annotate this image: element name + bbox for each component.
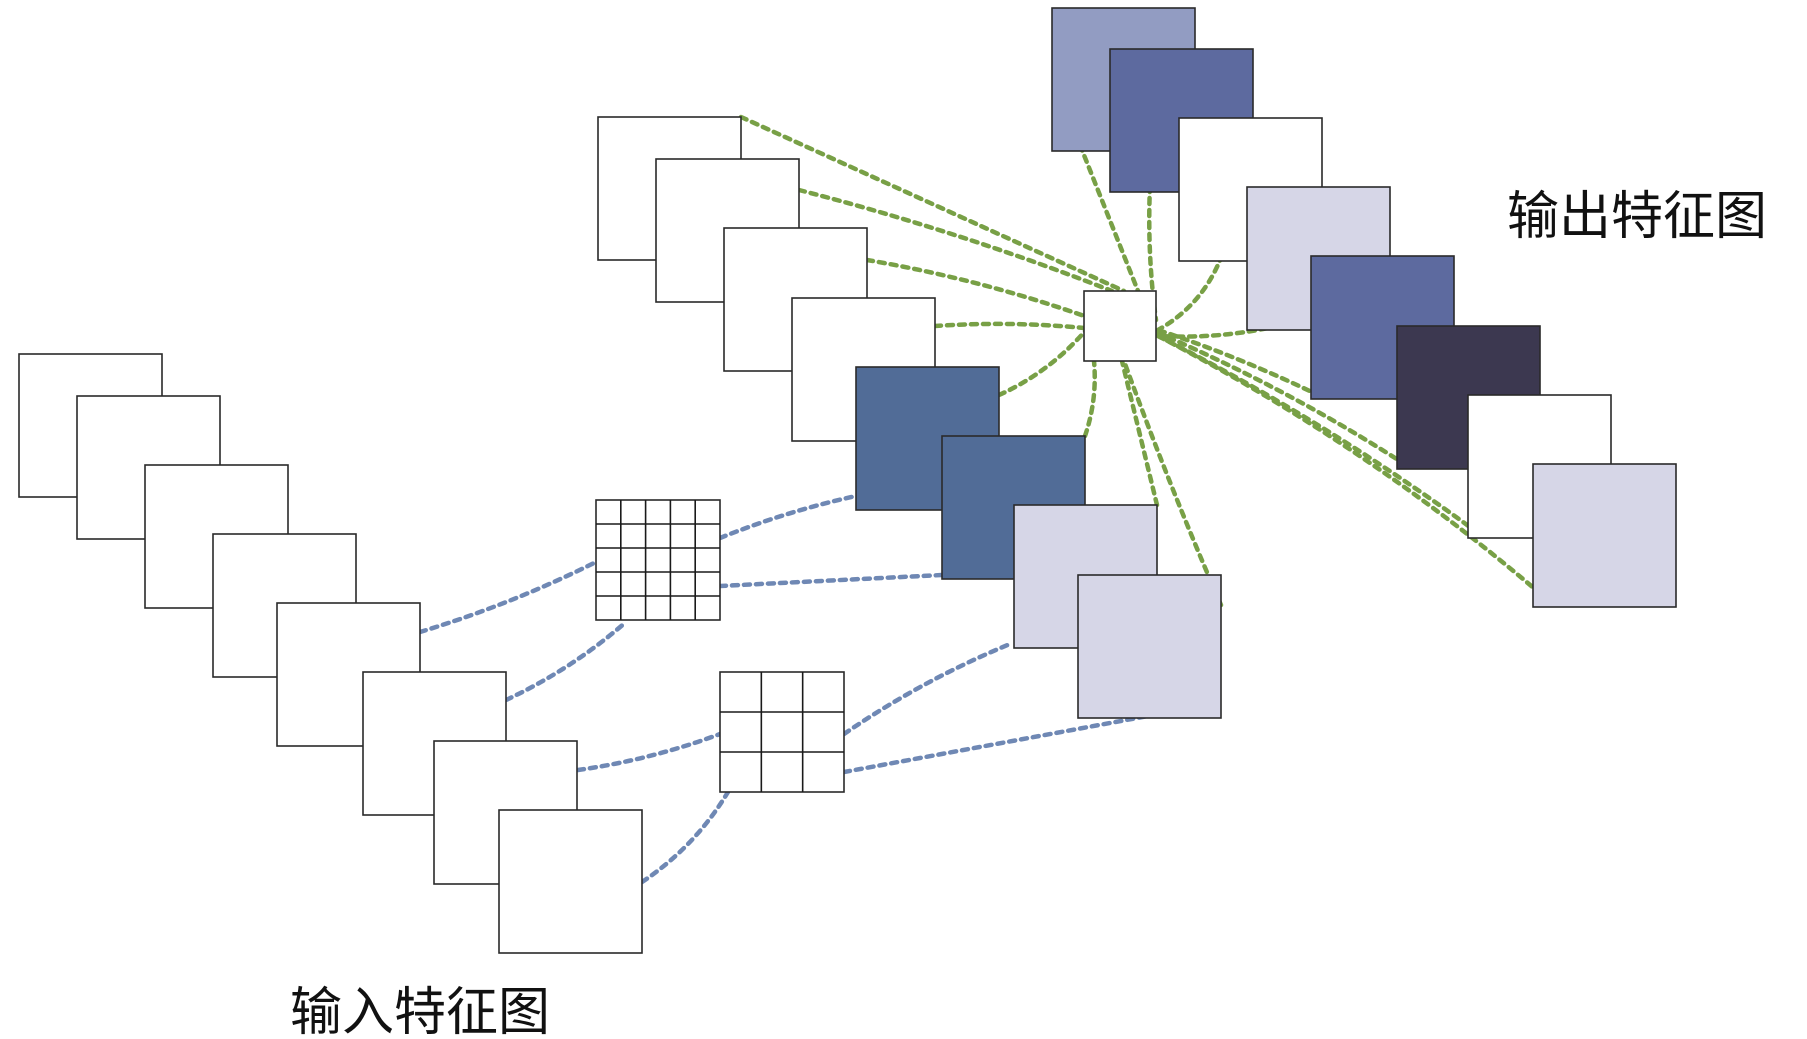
large-kernel-grid [595,499,721,621]
link-mid-3 [864,257,1093,321]
center-kernel [1083,290,1157,362]
link-in-small-2 [639,789,731,885]
input-map-8 [498,809,643,954]
link-in-large-4 [717,572,945,589]
input-links [417,493,1151,885]
intermediate-feature-maps [597,116,1222,719]
link-mid-6 [1082,358,1097,439]
link-mid-5 [996,327,1089,398]
center-kernel-frame [1083,290,1157,362]
kernels [595,290,1157,793]
output-links [738,114,1553,608]
link-mid-1 [738,114,1127,294]
link-in-large-1 [417,559,599,635]
input-feature-map-label: 输入特征图 [290,983,550,1039]
link-in-small-4 [841,713,1151,775]
link-out-1 [1077,142,1141,294]
link-in-small-1 [575,731,723,773]
link-out-6 [1153,329,1409,468]
output-feature-map-label: 输出特征图 [1507,187,1767,247]
link-mid-8 [1121,358,1224,608]
small-kernel-grid [719,671,845,793]
link-out-8 [1155,333,1553,605]
output-map-8 [1532,463,1677,608]
link-mid-4 [932,321,1087,331]
link-mid-7 [1119,358,1160,508]
small-kernel-grid-frame [719,671,845,793]
link-in-large-2 [503,619,629,703]
input-feature-maps [18,353,643,954]
link-out-5 [1155,327,1323,399]
link-in-large-3 [717,493,859,541]
output-feature-maps [1051,7,1677,608]
large-kernel-grid-frame [595,499,721,621]
link-mid-2 [796,187,1115,294]
link-out-3 [1155,252,1225,333]
intermediate-map-8 [1077,574,1222,719]
link-in-small-3 [841,641,1013,737]
